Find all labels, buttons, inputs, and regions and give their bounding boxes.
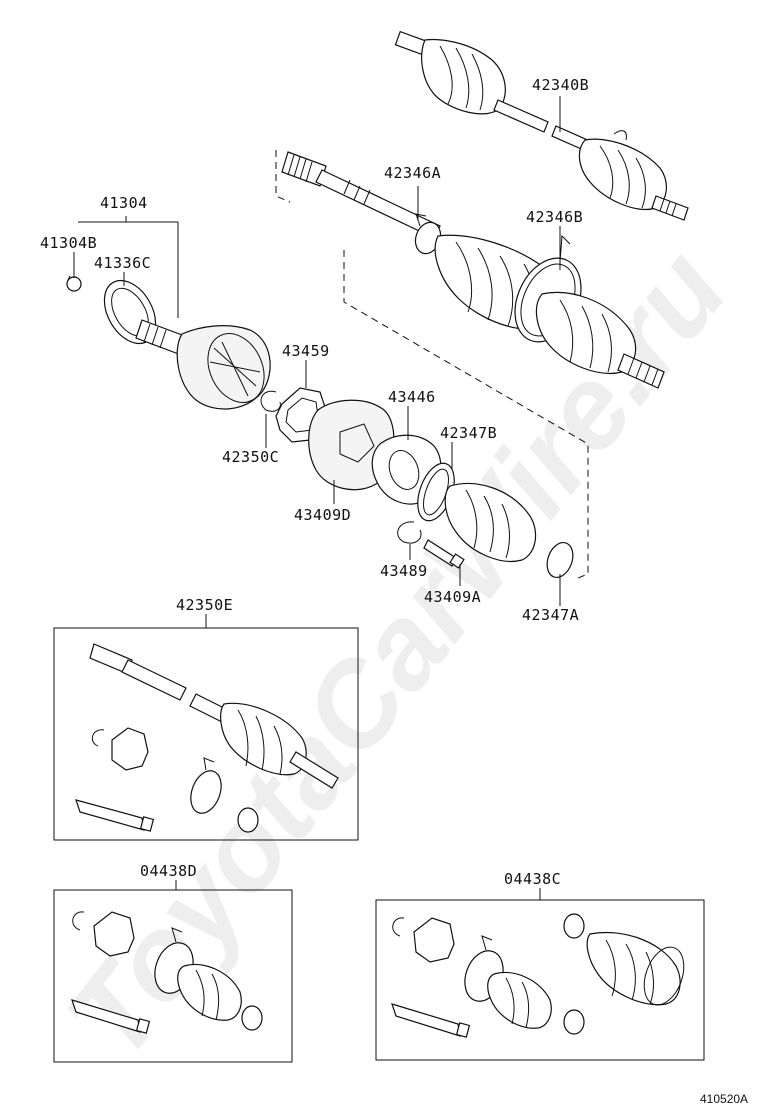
label-43446: 43446	[388, 388, 436, 406]
label-41336C: 41336C	[94, 254, 152, 272]
kit-box-04438D	[53, 889, 293, 1063]
label-42346A: 42346A	[384, 164, 442, 182]
label-42350E: 42350E	[176, 596, 234, 614]
label-42347A: 42347A	[522, 606, 580, 624]
label-41304B: 41304B	[40, 234, 98, 252]
shaft-assembly-main	[281, 151, 665, 389]
middle-parts	[260, 387, 574, 579]
kit-04438D-contents	[71, 911, 263, 1034]
outer-joint-41304	[66, 275, 271, 410]
leader-lines	[73, 96, 561, 900]
label-43409D: 43409D	[294, 506, 352, 524]
label-42346B: 42346B	[526, 208, 584, 226]
label-43489: 43489	[380, 562, 428, 580]
label-42347B: 42347B	[440, 424, 498, 442]
diagram-code: 410520A	[700, 1092, 749, 1106]
label-43459: 43459	[282, 342, 330, 360]
shaft-assembly-top	[394, 30, 689, 221]
label-43409A: 43409A	[424, 588, 482, 606]
label-41304: 41304	[100, 194, 148, 212]
kit-42350E-contents	[75, 643, 339, 833]
guide-line-upper	[275, 150, 291, 203]
label-04438C: 04438C	[504, 870, 562, 888]
label-42340B: 42340B	[532, 76, 590, 94]
label-42350C: 42350C	[222, 448, 280, 466]
label-04438D: 04438D	[140, 862, 198, 880]
kit-04438C-contents	[391, 913, 685, 1038]
